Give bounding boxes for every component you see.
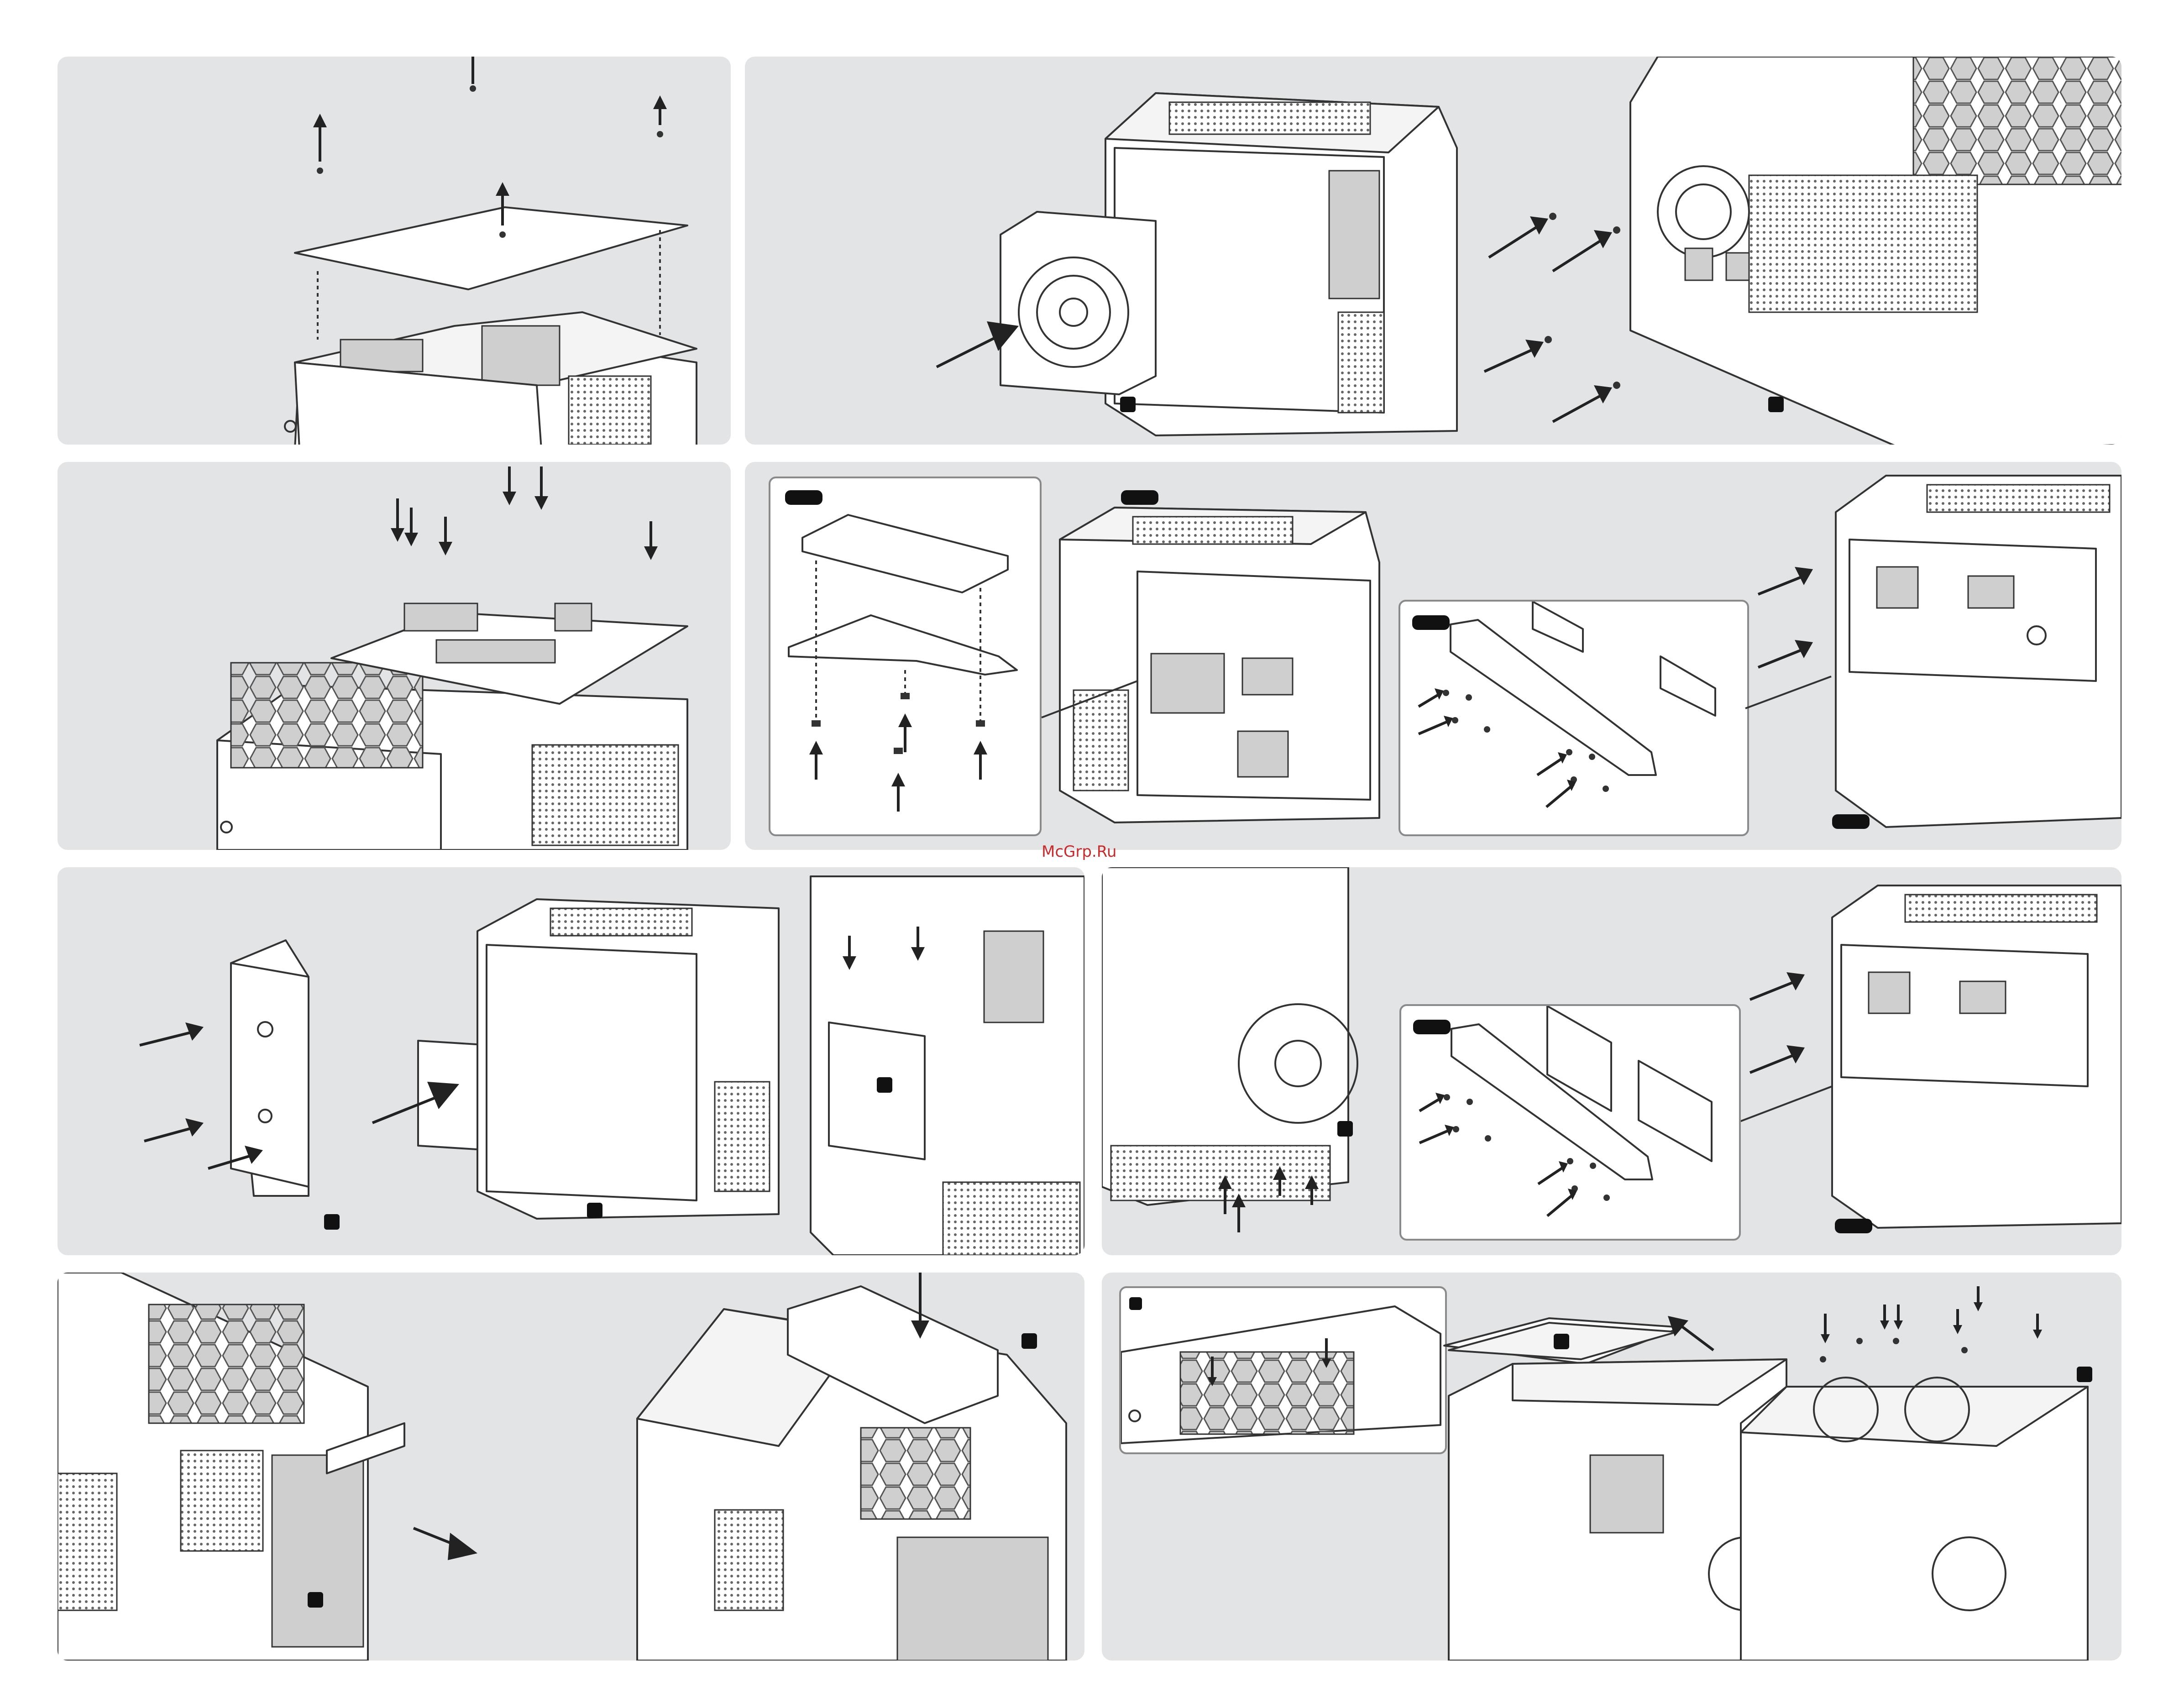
arrow-icon [1668,1316,1713,1350]
top-panel-removal-illustration [58,57,731,445]
step-tag-badge [1832,814,1870,829]
step-tag-badge [1413,1020,1451,1034]
drive-plate-detail-inset [1399,600,1749,836]
arrow-up-icon [313,57,667,225]
arrow-icon [414,1528,477,1560]
arrow-down-icon [1821,1286,2042,1343]
step-tag-badge [1121,490,1158,505]
step-badge [1768,397,1784,412]
arrow-down-icon [391,466,658,560]
drive-plate-illustration [1400,602,1747,834]
step-panel-install-ssd [745,462,2121,850]
step-panel-install-hdd-cover [58,867,1084,1255]
psu-installation-illustration [745,57,2121,445]
arrow-icon [1484,216,1612,422]
step-panel-install-psu [745,57,2121,445]
expansion-card-illustration [58,1273,1084,1661]
step-badge [308,1592,323,1608]
step-tag-badge [1412,615,1450,630]
screw-icon [1545,213,1620,389]
step-badge [587,1203,602,1218]
step-panel-install-3-5-drive [1102,867,2121,1255]
hdd-plate-illustration [1401,1006,1739,1239]
step-panel-install-expansion-card [58,1273,1084,1661]
step-badge [2077,1367,2092,1382]
motherboard-installation-illustration [58,462,731,850]
step-panel-install-top-fans [1102,1273,2121,1661]
step-badge [324,1214,340,1230]
hdd-cover-illustration [58,867,1084,1255]
hdd-plate-detail-inset [1399,1004,1741,1241]
step-panel-remove-top-panel [58,57,731,445]
top-fan-installation-illustration [1102,1273,2121,1661]
step-panel-install-motherboard [58,462,731,850]
step-badge [1120,397,1136,412]
step-tag-badge [1835,1219,1872,1233]
screw-icon [1820,1338,1968,1362]
watermark-text: McGrp.Ru [1042,843,1116,861]
step-badge [1554,1334,1569,1349]
step-badge [1021,1333,1037,1349]
arrow-icon [1750,972,1805,1073]
step-badge [1337,1121,1353,1137]
step-badge [877,1077,892,1093]
